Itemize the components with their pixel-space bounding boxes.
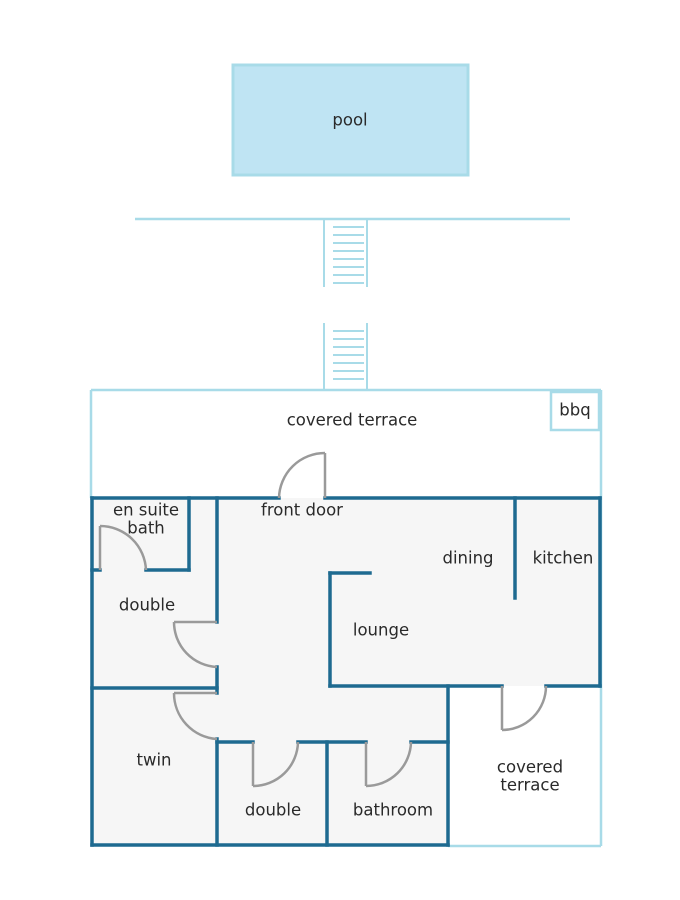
bbq-area [549, 390, 601, 432]
door-swings [98, 451, 548, 788]
en-suite-bath-label-line2: bath [127, 519, 165, 538]
house-walls [90, 496, 602, 847]
bbq-label: bbq [559, 401, 590, 420]
interior-floor [92, 498, 600, 845]
twin-label: twin [136, 751, 171, 770]
en-suite-bath-label-line1: en suite [113, 501, 179, 520]
dining-label: dining [442, 549, 493, 568]
kitchen-label: kitchen [533, 549, 594, 568]
double-bottom-label: double [245, 801, 301, 820]
lounge-label: lounge [353, 621, 409, 640]
front-door-label: front door [261, 501, 343, 520]
double-left-label: double [119, 596, 175, 615]
covered-terrace-right-label-line1: covered [497, 758, 563, 777]
pool-area [231, 63, 470, 177]
steps-upper [323, 219, 368, 287]
covered-terrace-right-label-line2: terrace [500, 776, 559, 795]
covered-terrace-top-label: covered terrace [287, 411, 418, 430]
steps-lower [323, 323, 368, 390]
pool-label: pool [332, 111, 367, 130]
bathroom-label: bathroom [353, 801, 433, 820]
